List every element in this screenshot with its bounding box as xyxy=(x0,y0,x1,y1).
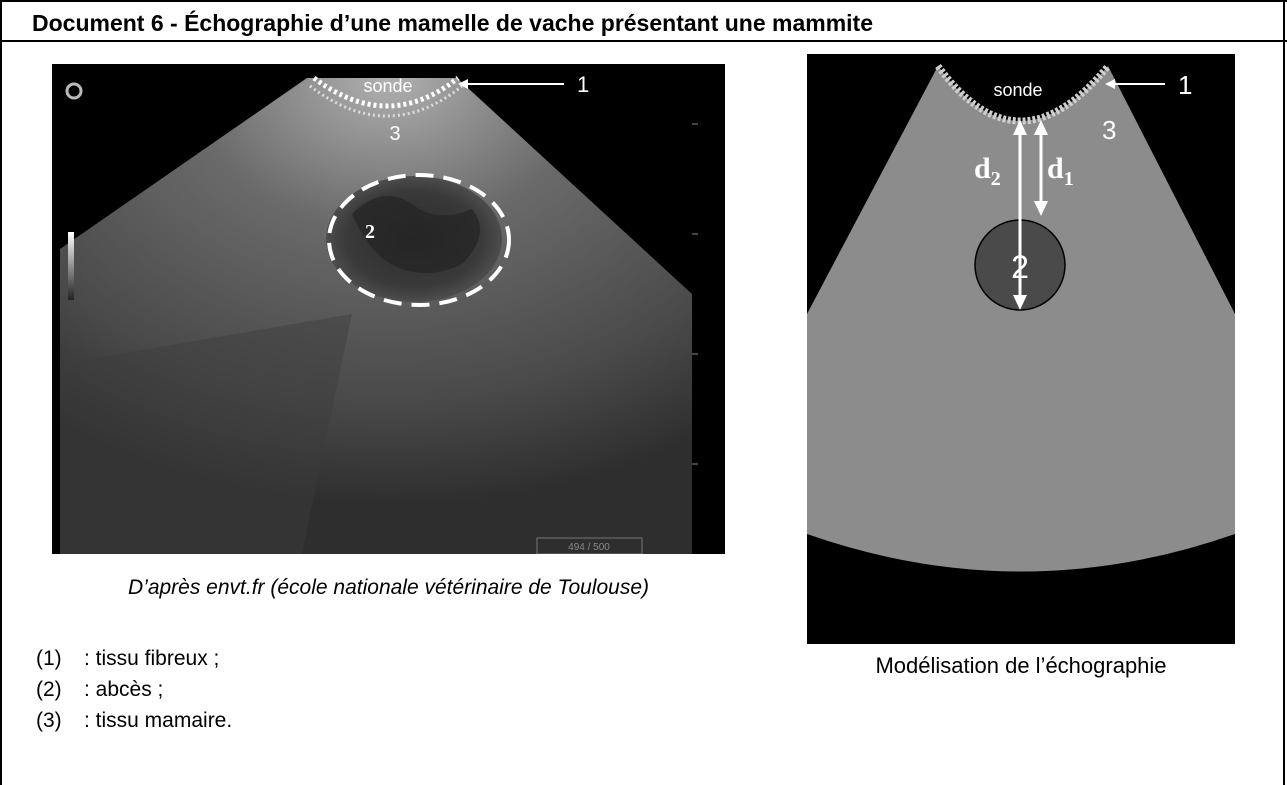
model-caption: Modélisation de l’échographie xyxy=(807,653,1235,679)
legend-number: (2) xyxy=(36,674,62,705)
marker-label-1: 1 xyxy=(577,72,589,97)
model-marker-2: 2 xyxy=(1011,249,1029,285)
model-marker-3: 3 xyxy=(1102,115,1116,145)
scanner-logo-icon xyxy=(67,84,81,98)
depth-ticks xyxy=(692,124,698,464)
model-marker-1: 1 xyxy=(1178,70,1192,100)
legend-text: : tissu mamaire. xyxy=(84,705,232,736)
model-svg: sonde 1 3 2 d2 d1 xyxy=(807,54,1235,644)
legend-number: (1) xyxy=(36,643,62,674)
document-title: Document 6 - Échographie d’une mamelle d… xyxy=(32,10,873,37)
ultrasound-image: sonde 1 3 2 494 / 500 xyxy=(52,64,725,554)
marker-label-2: 2 xyxy=(365,221,375,243)
legend-text: : abcès ; xyxy=(84,674,163,705)
photo-caption: D’après envt.fr (école nationale vétérin… xyxy=(52,576,725,600)
frame-counter: 494 / 500 xyxy=(568,542,610,553)
legend-number: (3) xyxy=(36,705,62,736)
title-bar: Document 6 - Échographie d’une mamelle d… xyxy=(0,0,1287,42)
ultrasound-svg: sonde 1 3 2 494 / 500 xyxy=(52,64,725,554)
grayscale-bar xyxy=(68,232,74,300)
model-probe-label: sonde xyxy=(993,80,1042,100)
model-diagram: sonde 1 3 2 d2 d1 xyxy=(807,54,1235,644)
legend-text: : tissu fibreux ; xyxy=(84,643,219,674)
probe-label: sonde xyxy=(363,76,412,96)
marker-label-3: 3 xyxy=(389,123,400,145)
